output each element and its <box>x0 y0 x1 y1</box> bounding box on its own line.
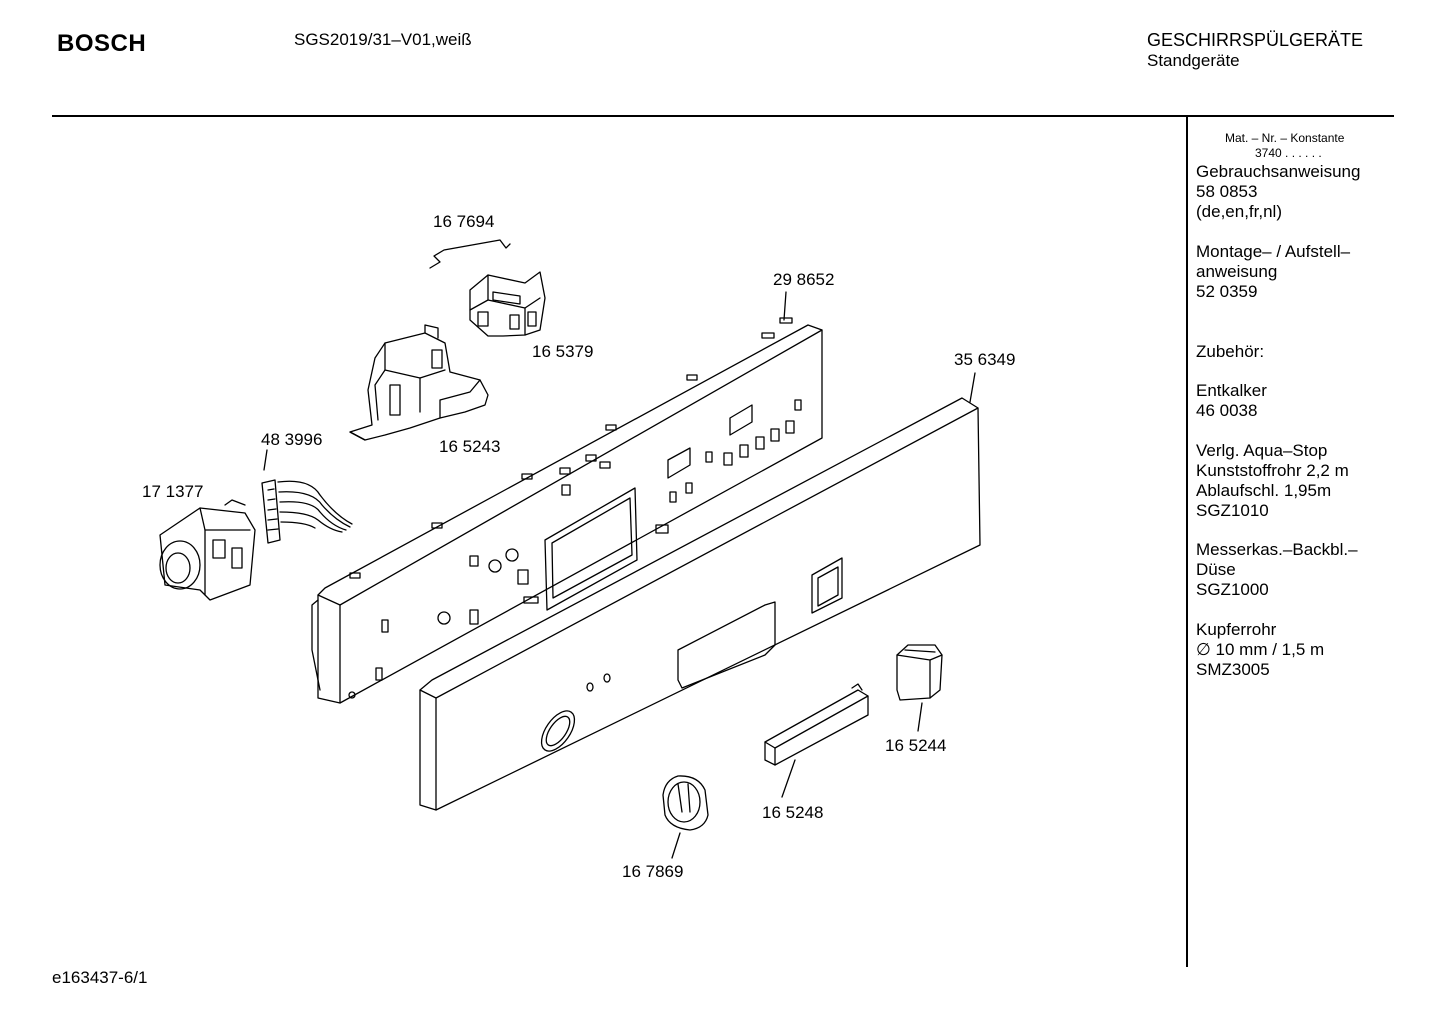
nozzle-number: SGZ1000 <box>1196 580 1269 599</box>
part-switch-block <box>469 271 546 337</box>
part-front-panel <box>419 397 981 811</box>
part-label-165379: 16 5379 <box>532 342 594 361</box>
assembly-line1: Montage– / Aufstell– <box>1196 242 1351 261</box>
category-subtitle: Standgeräte <box>1147 51 1240 70</box>
sidebar-divider <box>1186 117 1188 967</box>
header-divider <box>52 115 1394 117</box>
part-label-171377: 17 1377 <box>142 482 204 501</box>
leader-lines <box>263 291 976 859</box>
part-spring-clip <box>429 239 511 269</box>
part-label-167869: 16 7869 <box>622 862 684 881</box>
assembly-line2: anweisung <box>1196 262 1278 281</box>
part-label-483996: 48 3996 <box>261 430 323 449</box>
pipe-line1: Kupferrohr <box>1196 620 1277 639</box>
nozzle-line2: Düse <box>1196 560 1236 579</box>
mat-label: Mat. – Nr. – Konstante <box>1225 131 1345 145</box>
part-holder <box>349 324 489 441</box>
manual-number: 58 0853 <box>1196 182 1258 201</box>
part-label-298652: 29 8652 <box>773 270 835 289</box>
part-timer-module <box>159 499 256 601</box>
accessories-heading: Zubehör: <box>1196 342 1265 361</box>
nozzle-line1: Messerkas.–Backbl.– <box>1196 540 1358 559</box>
descaler-number: 46 0038 <box>1196 401 1258 420</box>
manual-languages: (de,en,fr,nl) <box>1196 202 1282 221</box>
part-label-165244: 16 5244 <box>885 736 947 755</box>
part-label-165243: 16 5243 <box>439 437 501 456</box>
aquastop-line1: Verlg. Aqua–Stop <box>1196 441 1328 460</box>
pipe-number: SMZ3005 <box>1196 660 1270 679</box>
brand-logo: BOSCH <box>57 30 147 57</box>
part-label-167694: 16 7694 <box>433 212 495 231</box>
assembly-number: 52 0359 <box>1196 282 1258 301</box>
part-cover-strip <box>764 683 869 766</box>
part-wire-harness <box>261 479 353 544</box>
category-title: GESCHIRRSPÜLGERÄTE <box>1147 30 1364 50</box>
part-label-165248: 16 5248 <box>762 803 824 822</box>
part-button-cap <box>896 644 943 701</box>
descaler-name: Entkalker <box>1196 381 1267 400</box>
aquastop-line3: Ablaufschl. 1,95m <box>1196 481 1332 500</box>
part-label-356349: 35 6349 <box>954 350 1016 369</box>
mat-value: 3740 . . . . . . <box>1255 146 1322 160</box>
drawing-id: e163437-6/1 <box>52 968 148 987</box>
aquastop-line2: Kunststoffrohr 2,2 m <box>1196 461 1349 480</box>
part-control-panel-frame <box>311 317 823 704</box>
part-knob <box>662 775 709 831</box>
aquastop-number: SGZ1010 <box>1196 501 1269 520</box>
pipe-line2: ∅ 10 mm / 1,5 m <box>1196 640 1325 659</box>
manual-title: Gebrauchsanweisung <box>1196 162 1361 181</box>
model-number: SGS2019/31–V01,weiß <box>294 30 472 49</box>
